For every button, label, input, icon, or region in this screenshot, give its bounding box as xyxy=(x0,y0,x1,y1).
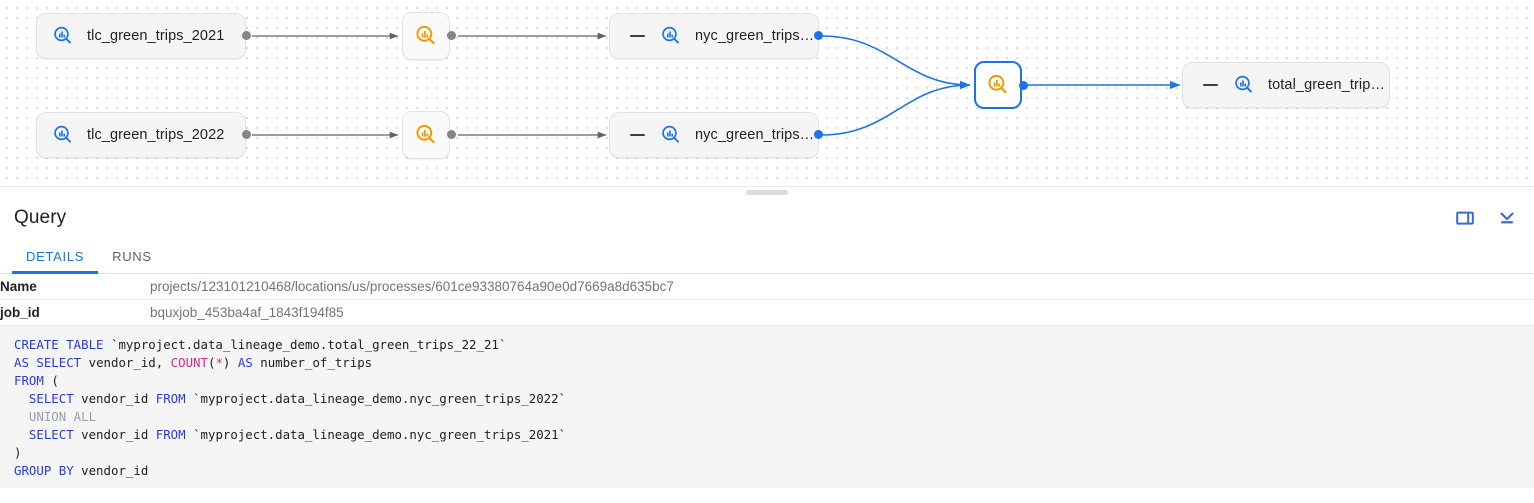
lineage-node-total-green-trips[interactable]: total_green_trip… xyxy=(1182,62,1390,108)
lineage-node-process-selected[interactable] xyxy=(974,61,1022,109)
sql-line: SELECT vendor_id FROM `myproject.data_li… xyxy=(14,390,1534,408)
sql-line: ) xyxy=(14,444,1534,462)
details-table: Name projects/123101210468/locations/us/… xyxy=(0,274,1534,326)
sql-token: number_of_trips xyxy=(260,355,373,370)
sql-code-block[interactable]: CREATE TABLE `myproject.data_lineage_dem… xyxy=(0,326,1534,488)
lineage-node-nyc-green-trips-2022[interactable]: nyc_green_trips… xyxy=(609,112,819,158)
detail-key-name: Name xyxy=(0,279,37,294)
process-search-icon xyxy=(413,23,439,49)
table-search-icon xyxy=(1232,73,1256,97)
node-output-port[interactable] xyxy=(447,31,456,40)
lineage-node-label: tlc_green_trips_2021 xyxy=(87,28,225,44)
sql-token: FROM xyxy=(155,427,194,442)
query-panel-header: Query xyxy=(0,196,1534,240)
lineage-node-label: total_green_trip… xyxy=(1268,77,1385,93)
sql-token: FROM xyxy=(14,373,52,388)
detail-value-job-id: bquxjob_453ba4af_1843f194f85 xyxy=(150,305,344,320)
node-output-port[interactable] xyxy=(447,130,456,139)
collapse-panel-icon[interactable] xyxy=(1494,205,1520,231)
sql-token: AS xyxy=(237,355,261,370)
query-details-panel: Query DETAILS RUNS Name projects xyxy=(0,196,1534,488)
sql-token: vendor_id xyxy=(81,463,149,478)
sql-token: ) xyxy=(222,355,238,370)
sql-token xyxy=(14,391,29,406)
node-output-port[interactable] xyxy=(242,31,251,40)
sql-token: SELECT xyxy=(28,391,82,406)
sql-token: ) xyxy=(14,445,22,460)
sql-token: FROM xyxy=(155,391,194,406)
sql-line: UNION ALL xyxy=(14,408,1534,426)
table-row: Name projects/123101210468/locations/us/… xyxy=(0,274,1534,300)
detail-key-job-id: job_id xyxy=(0,305,40,320)
lineage-node-process-1[interactable] xyxy=(402,12,450,60)
process-search-icon xyxy=(413,122,439,148)
node-output-port[interactable] xyxy=(814,130,823,139)
lineage-graph-canvas[interactable]: tlc_green_trips_2021 tlc_green_trips_202… xyxy=(0,0,1534,186)
split-panel-icon[interactable] xyxy=(1452,205,1478,231)
sql-token: GROUP BY xyxy=(14,463,82,478)
table-row: job_id bquxjob_453ba4af_1843f194f85 xyxy=(0,300,1534,326)
lineage-node-tlc-green-trips-2021[interactable]: tlc_green_trips_2021 xyxy=(36,13,246,59)
lineage-node-label: nyc_green_trips… xyxy=(695,127,815,143)
page-title: Query xyxy=(14,207,67,228)
sql-token: vendor_id xyxy=(81,427,156,442)
panel-resize-grip[interactable] xyxy=(746,190,788,195)
collapse-node-button[interactable] xyxy=(630,34,645,38)
sql-token: CREATE TABLE xyxy=(14,337,111,352)
tab-runs[interactable]: RUNS xyxy=(112,249,152,264)
sql-token: `myproject.data_lineage_demo.total_green… xyxy=(110,337,507,352)
tab-details[interactable]: DETAILS xyxy=(12,249,99,274)
lineage-node-tlc-green-trips-2022[interactable]: tlc_green_trips_2022 xyxy=(36,112,246,158)
panel-tabs: DETAILS RUNS xyxy=(0,240,1534,274)
sql-token: vendor_id, xyxy=(88,355,171,370)
sql-line: AS SELECT vendor_id, COUNT(*) AS number_… xyxy=(14,354,1534,372)
sql-line: CREATE TABLE `myproject.data_lineage_dem… xyxy=(14,336,1534,354)
node-output-port[interactable] xyxy=(242,130,251,139)
process-search-icon xyxy=(985,72,1011,98)
sql-token: ( xyxy=(207,355,216,370)
lineage-node-label: nyc_green_trips… xyxy=(695,28,815,44)
lineage-node-label: tlc_green_trips_2022 xyxy=(87,127,225,143)
node-output-port[interactable] xyxy=(1019,81,1028,90)
lineage-node-nyc-green-trips-2021[interactable]: nyc_green_trips… xyxy=(609,13,819,59)
sql-token: AS SELECT xyxy=(14,355,89,370)
table-search-icon xyxy=(659,24,683,48)
table-search-icon xyxy=(659,123,683,147)
sql-token: UNION ALL xyxy=(14,409,97,424)
query-panel-actions xyxy=(1452,205,1520,231)
detail-value-name: projects/123101210468/locations/us/proce… xyxy=(150,279,674,294)
lineage-node-process-2[interactable] xyxy=(402,111,450,159)
sql-token: ( xyxy=(51,373,59,388)
sql-token: COUNT xyxy=(170,355,208,370)
panel-resize-handle[interactable] xyxy=(0,186,1534,196)
sql-token: * xyxy=(215,355,223,370)
sql-token: `myproject.data_lineage_demo.nyc_green_t… xyxy=(193,427,567,442)
sql-token: vendor_id xyxy=(81,391,156,406)
sql-token xyxy=(14,427,29,442)
node-output-port[interactable] xyxy=(814,31,823,40)
table-search-icon xyxy=(51,123,75,147)
sql-token: SELECT xyxy=(28,427,82,442)
table-search-icon xyxy=(51,24,75,48)
sql-line: FROM ( xyxy=(14,372,1534,390)
sql-token: `myproject.data_lineage_demo.nyc_green_t… xyxy=(193,391,567,406)
collapse-node-button[interactable] xyxy=(630,133,645,137)
sql-line: GROUP BY vendor_id xyxy=(14,462,1534,480)
sql-line: SELECT vendor_id FROM `myproject.data_li… xyxy=(14,426,1534,444)
collapse-node-button[interactable] xyxy=(1203,83,1218,87)
